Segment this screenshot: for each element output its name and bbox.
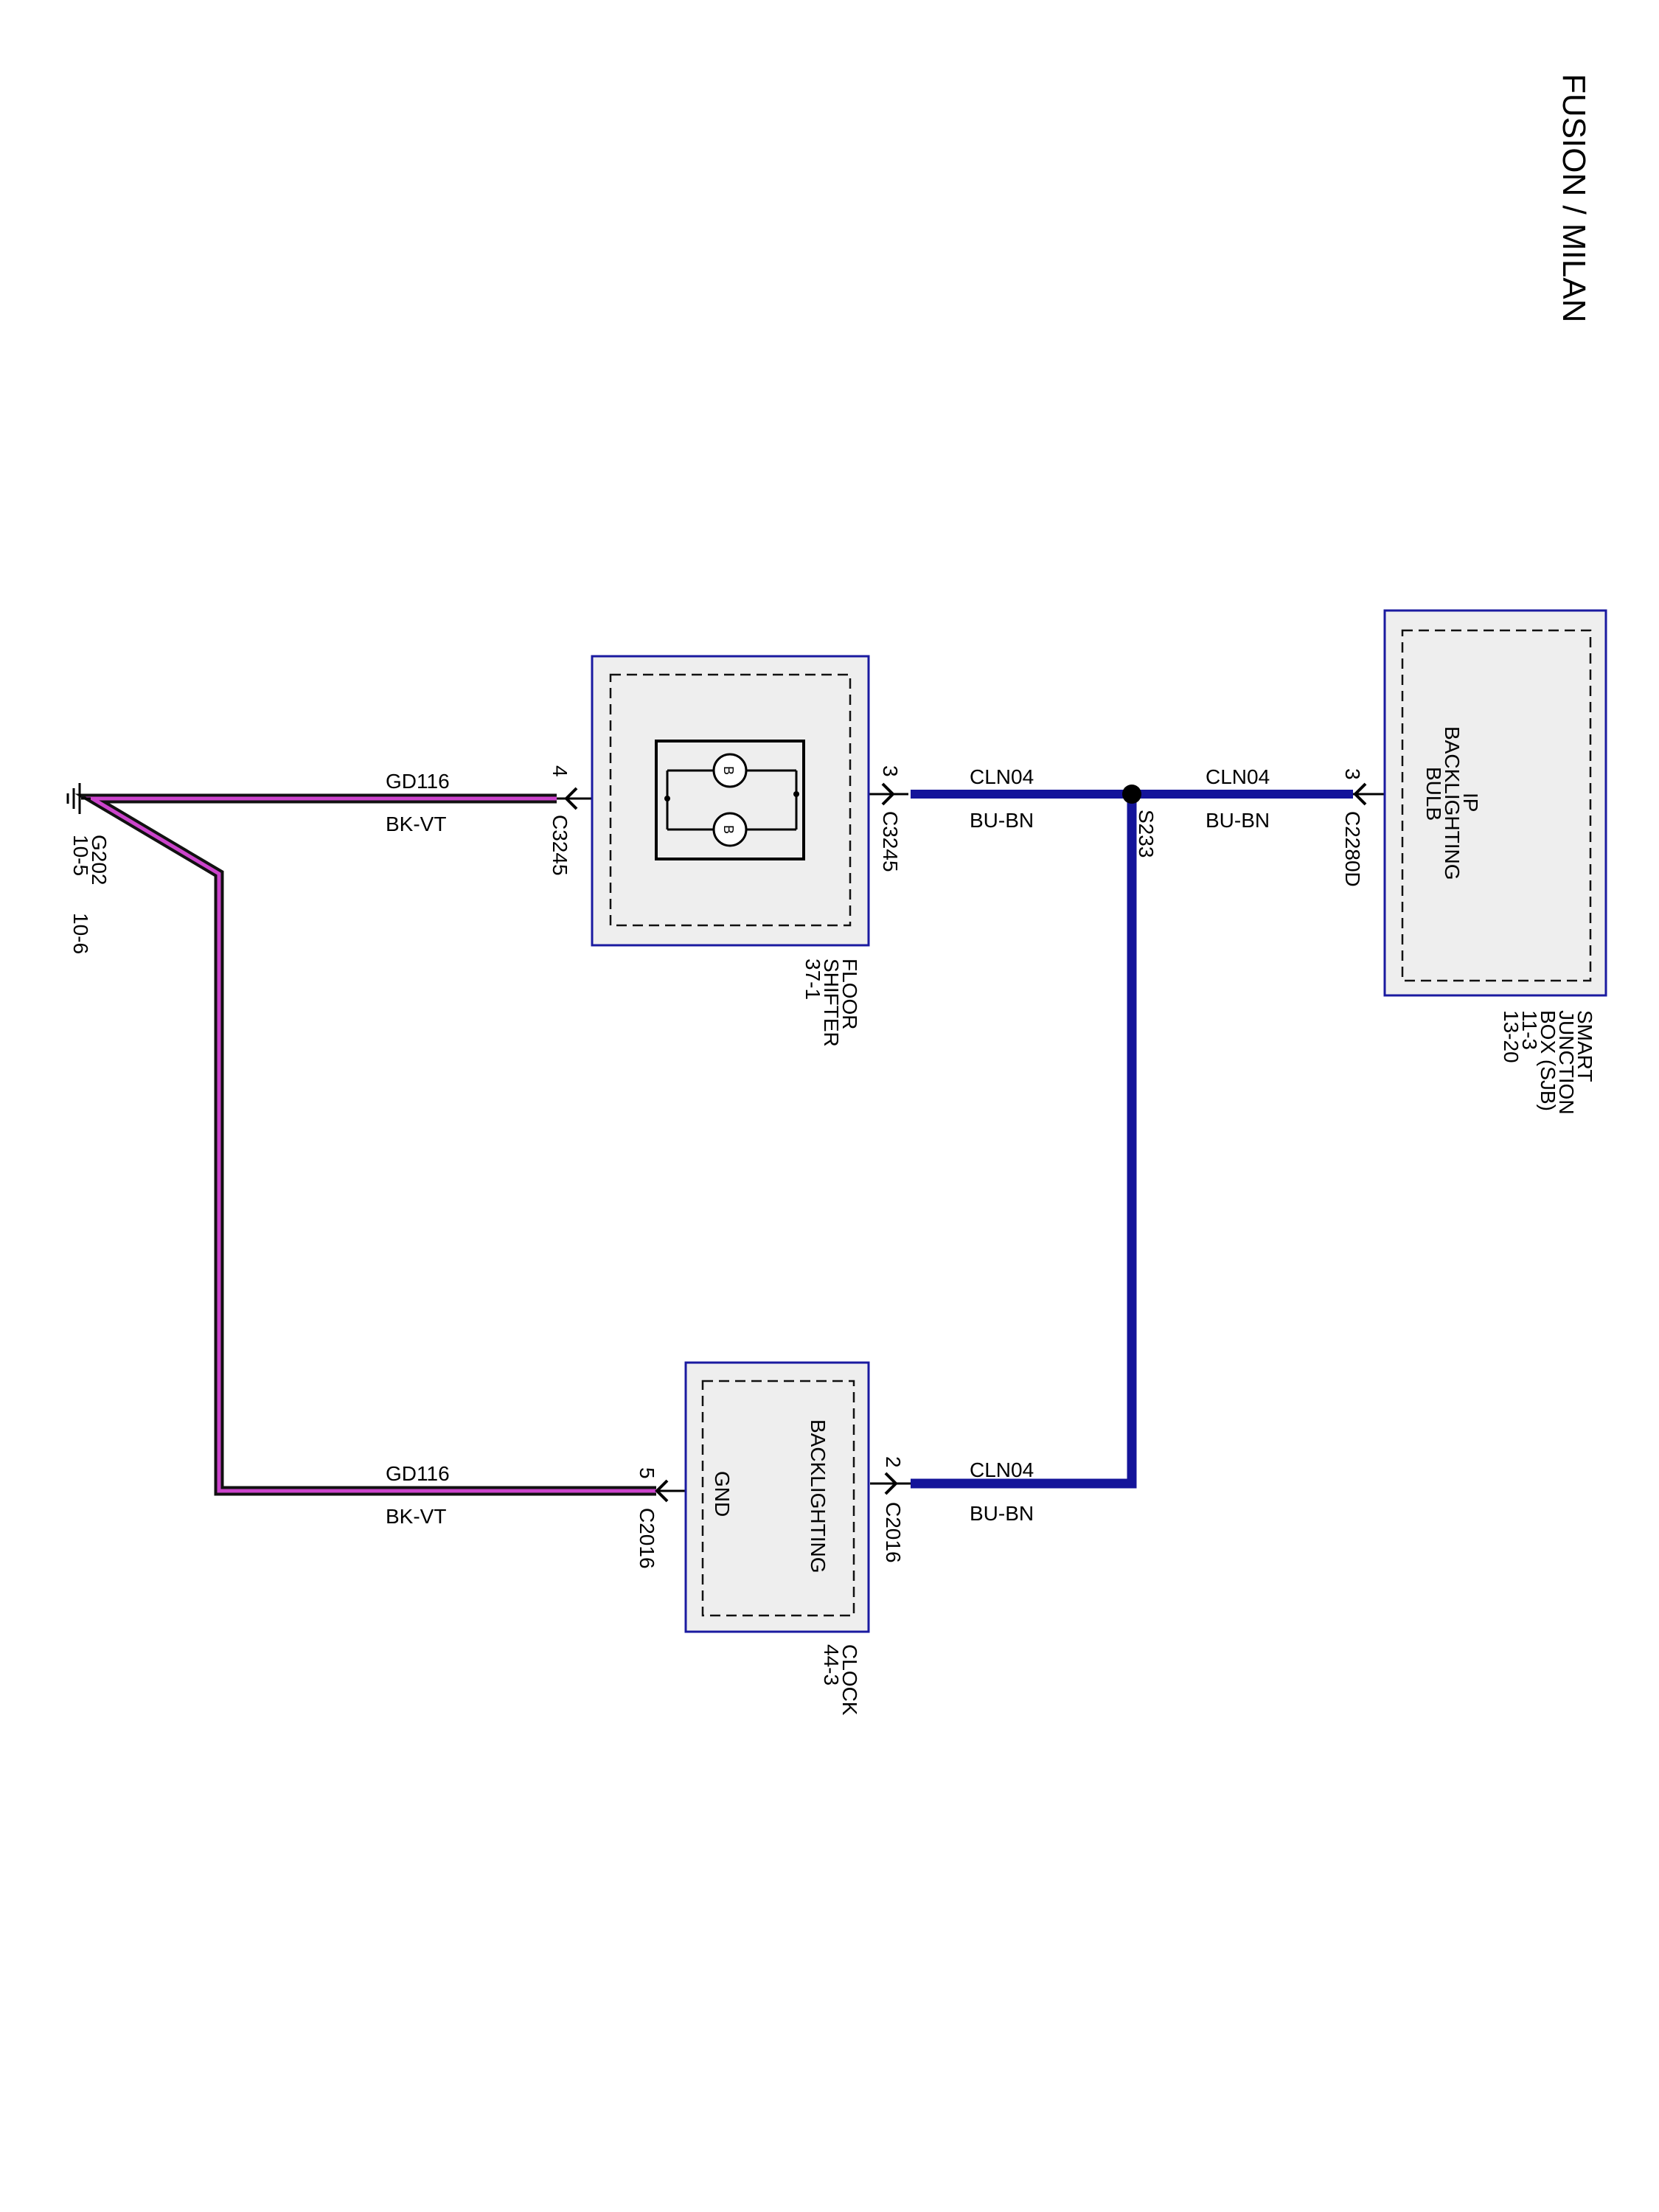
sjb-inner-line-3: BULB bbox=[1422, 767, 1445, 821]
wire-label-color-1: BU-BN bbox=[1206, 809, 1270, 832]
clock-gnd: GND bbox=[711, 1471, 734, 1517]
wire-label-circuit-3: CLN04 bbox=[970, 1458, 1034, 1481]
splice-s233 bbox=[1122, 785, 1141, 804]
clock-backlighting: BACKLIGHTING bbox=[807, 1419, 830, 1573]
wire-label-gd-color-2: BK-VT bbox=[386, 1505, 446, 1528]
sjb-name-line-5: 13-20 bbox=[1500, 1010, 1523, 1063]
sjb-component bbox=[1383, 609, 1607, 997]
clock-name-line-2: 44-3 bbox=[820, 1644, 843, 1686]
clock-connector-out: C2016 bbox=[636, 1508, 658, 1569]
ground-ref-2: 10-6 bbox=[69, 913, 92, 954]
sjb-name-line-2: JUNCTION bbox=[1555, 1010, 1578, 1115]
wire-gd116 bbox=[74, 793, 656, 1496]
wire-label-gd-circuit-2: GD116 bbox=[386, 1462, 450, 1485]
wire-label-gd-color-1: BK-VT bbox=[386, 813, 446, 835]
sjb-pin: 3 bbox=[1341, 768, 1364, 780]
wire-cln04-splice-to-clock bbox=[911, 794, 1137, 1489]
clock-component bbox=[684, 1361, 870, 1633]
splice-name: S233 bbox=[1135, 810, 1158, 858]
diagram-title: FUSION / MILAN bbox=[1556, 74, 1592, 322]
wire-label-circuit-1: CLN04 bbox=[1206, 765, 1270, 788]
ground-symbol bbox=[66, 783, 91, 814]
sjb-name-line-4: 11-3 bbox=[1518, 1010, 1541, 1050]
shifter-bulb-housing bbox=[655, 740, 805, 860]
clock-pin-in: 2 bbox=[882, 1456, 905, 1468]
shifter-connector-out: C3245 bbox=[549, 815, 571, 876]
shifter-name-line-3: 37-1 bbox=[801, 959, 824, 1000]
ground-name: G202 bbox=[88, 835, 111, 886]
chevron-c2280d bbox=[1353, 782, 1367, 806]
wire-label-gd-circuit-1: GD116 bbox=[386, 770, 450, 793]
shifter-bulb-label-2: B bbox=[721, 825, 736, 834]
wire-label-circuit-2: CLN04 bbox=[970, 765, 1034, 788]
clock-pin-out: 5 bbox=[636, 1467, 658, 1479]
wire-cln04 bbox=[911, 790, 1353, 1489]
sjb-name-line-3: BOX (SJB) bbox=[1537, 1010, 1559, 1111]
floor-shifter-component bbox=[591, 655, 870, 947]
connector-chevrons bbox=[564, 782, 1367, 1503]
chevron-c2016-out bbox=[655, 1479, 669, 1503]
wire-label-color-3: BU-BN bbox=[970, 1502, 1034, 1525]
shifter-name-line-2: SHIFTER bbox=[820, 959, 843, 1047]
shifter-bulb-label-1: B bbox=[721, 766, 736, 775]
clock-name-line-1: CLOCK bbox=[838, 1644, 861, 1716]
shifter-connector-in: C3245 bbox=[879, 811, 902, 872]
sjb-name-line-1: SMART bbox=[1573, 1010, 1596, 1082]
clock-connector-in: C2016 bbox=[882, 1502, 905, 1563]
shifter-pin-out: 4 bbox=[549, 765, 571, 777]
sjb-inner-line-2: BACKLIGHTING bbox=[1441, 726, 1464, 880]
wire-label-color-2: BU-BN bbox=[970, 809, 1034, 832]
sjb-connector: C2280D bbox=[1341, 811, 1364, 887]
chevron-c2016-in bbox=[884, 1472, 898, 1495]
sjb-inner-line-1: IP bbox=[1459, 793, 1482, 812]
ground-ref-1: 10-5 bbox=[69, 835, 92, 876]
shifter-name-line-1: FLOOR bbox=[838, 959, 861, 1029]
bulb-icon bbox=[712, 753, 748, 847]
shifter-pin-in: 3 bbox=[879, 765, 902, 777]
chevron-c3245-in bbox=[881, 782, 895, 806]
chevron-c3245-out bbox=[564, 787, 578, 810]
